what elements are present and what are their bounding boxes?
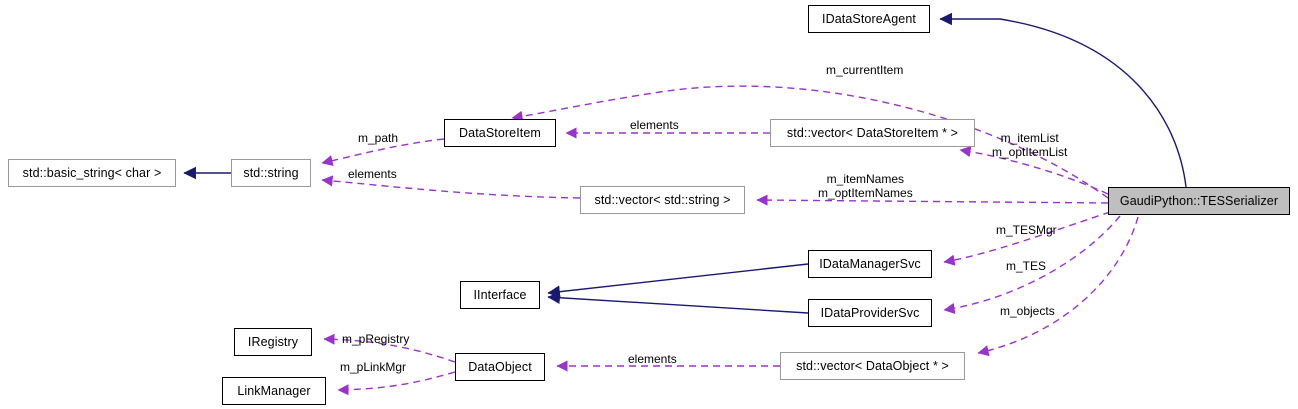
node-label: GaudiPython::TESSerializer	[1119, 193, 1279, 208]
edge-label-m-itemnames: m_itemNames m_optItemNames	[818, 172, 913, 201]
edge-label-elements-datastoreitem: elements	[630, 118, 679, 132]
edge-label-m-path: m_path	[358, 131, 399, 145]
node-label: DataObject	[468, 359, 532, 374]
edge-label-m-plinkmgr: m_pLinkMgr	[340, 360, 407, 374]
edge-label-m-tesmgr: m_TESMgr	[996, 223, 1057, 237]
node-label: std::vector< DataStoreItem * >	[786, 125, 959, 140]
edge-label-elements-stdstring: elements	[348, 167, 397, 181]
node-vector-dataobject-ptr[interactable]: std::vector< DataObject * >	[780, 352, 965, 380]
usage-edges	[321, 85, 1139, 396]
edge-datastoreitem-stdstring	[321, 138, 445, 167]
node-linkmanager[interactable]: LinkManager	[222, 377, 326, 405]
edge-tesserializer-vecdataobject	[977, 216, 1139, 357]
edge-vecstring-stdstring	[321, 175, 581, 199]
edge-label-elements-dataobject: elements	[628, 352, 677, 366]
node-label: IDataManagerSvc	[819, 256, 921, 271]
edge-tesserializer-vecstring	[756, 194, 1109, 206]
node-iinterface[interactable]: IInterface	[460, 281, 540, 309]
node-label: IDataProviderSvc	[820, 305, 920, 320]
edge-label-m-tes: m_TES	[1006, 259, 1047, 273]
node-label: DataStoreItem	[459, 125, 541, 140]
edge-dataobject-iregistry	[323, 333, 456, 363]
node-label: std::basic_string< char >	[22, 165, 162, 180]
node-idatastoreagent[interactable]: IDataStoreAgent	[808, 5, 930, 33]
edge-idataprovidersvc-iinterface	[547, 291, 809, 314]
edge-label-m-itemlist: m_itemList m_optItemList	[992, 131, 1068, 160]
node-idataprovidersvc[interactable]: IDataProviderSvc	[808, 299, 932, 327]
edge-dataobject-linkmanager	[337, 371, 456, 396]
node-label: std::string	[243, 165, 299, 180]
edge-label-m-currentitem: m_currentItem	[826, 63, 904, 77]
node-label: std::vector< DataObject * >	[796, 358, 949, 373]
node-idatamanagersvc[interactable]: IDataManagerSvc	[808, 250, 932, 278]
node-vector-std-string[interactable]: std::vector< std::string >	[580, 186, 745, 214]
edge-tesserializer-idatamanagersvc	[943, 211, 1111, 266]
edge-idatamanagersvc-iinterface	[547, 263, 809, 298]
edge-label-m-objects: m_objects	[1000, 304, 1055, 318]
node-label: IDataStoreAgent	[822, 11, 916, 26]
edge-tesserializer-idatastoreagent	[939, 12, 1187, 188]
node-label: IRegistry	[247, 334, 299, 349]
node-dataobject[interactable]: DataObject	[455, 353, 545, 381]
node-datastoreitem[interactable]: DataStoreItem	[444, 119, 556, 147]
edge-tesserializer-idataprovidersvc	[943, 215, 1121, 314]
node-label: std::vector< std::string >	[594, 192, 731, 207]
node-basic-string-char[interactable]: std::basic_string< char >	[8, 159, 176, 187]
node-vector-datastoreitem-ptr[interactable]: std::vector< DataStoreItem * >	[770, 119, 975, 147]
inheritance-edges	[183, 12, 1187, 314]
node-label: IInterface	[473, 287, 527, 302]
edge-label-m-pregistry: m_pRegistry	[342, 332, 410, 346]
node-gaudipython-tesserializer[interactable]: GaudiPython::TESSerializer	[1108, 187, 1290, 215]
node-iregistry[interactable]: IRegistry	[234, 328, 312, 356]
edge-tesserializer-vecdatastoreitem	[959, 146, 1109, 195]
node-std-string[interactable]: std::string	[231, 159, 311, 187]
node-label: LinkManager	[237, 383, 311, 398]
